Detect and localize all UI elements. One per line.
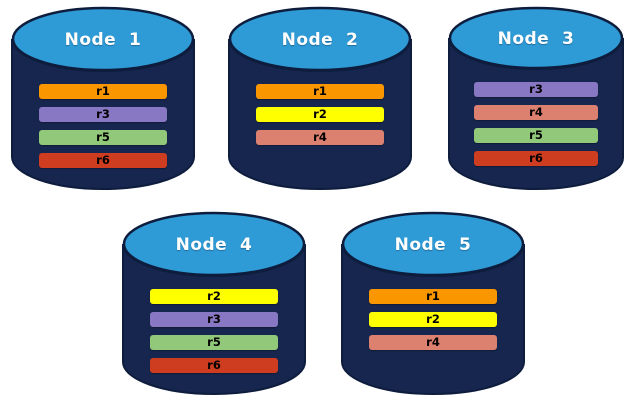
record-label: r4: [426, 335, 440, 349]
record-list: r3 r4 r5 r6: [448, 82, 624, 166]
record-bar-r5[interactable]: r5: [150, 335, 278, 350]
record-bar-r4[interactable]: r4: [256, 130, 384, 145]
record-bar-r6[interactable]: r6: [39, 153, 167, 168]
node-label: Node 5: [394, 235, 472, 255]
record-label: r1: [96, 84, 110, 98]
record-label: r6: [529, 151, 543, 165]
node-cylinder-5[interactable]: Node 5 r1 r2 r4: [341, 211, 525, 395]
record-label: r4: [529, 105, 543, 119]
cylinder-top-face: [228, 6, 412, 72]
node-label: Node 2: [281, 30, 359, 50]
record-bar-r2[interactable]: r2: [150, 289, 278, 304]
record-list: r1 r2 r4: [228, 84, 412, 145]
record-label: r1: [313, 84, 327, 98]
record-label: r3: [529, 82, 543, 96]
record-bar-r1[interactable]: r1: [369, 289, 497, 304]
record-label: r2: [426, 312, 440, 326]
record-bar-r2[interactable]: r2: [256, 107, 384, 122]
record-bar-r1[interactable]: r1: [39, 84, 167, 99]
record-label: r4: [313, 130, 327, 144]
record-bar-r2[interactable]: r2: [369, 312, 497, 327]
cylinder-top-face: [448, 6, 624, 70]
cylinder-top-face: [11, 6, 195, 72]
record-list: r1 r2 r4: [341, 289, 525, 350]
node-label: Node 3: [497, 29, 575, 49]
record-label: r6: [207, 358, 221, 372]
record-bar-r3[interactable]: r3: [474, 82, 598, 97]
node-label: Node 4: [175, 235, 253, 255]
record-bar-r1[interactable]: r1: [256, 84, 384, 99]
record-bar-r4[interactable]: r4: [474, 105, 598, 120]
node-label: Node 1: [64, 30, 142, 50]
record-label: r2: [313, 107, 327, 121]
record-bar-r3[interactable]: r3: [39, 107, 167, 122]
record-bar-r6[interactable]: r6: [150, 358, 278, 373]
record-list: r2 r3 r5 r6: [122, 289, 306, 373]
node-cylinder-1[interactable]: Node 1 r1 r3 r5 r6: [11, 6, 195, 190]
record-label: r6: [96, 153, 110, 167]
record-bar-r3[interactable]: r3: [150, 312, 278, 327]
record-list: r1 r3 r5 r6: [11, 84, 195, 168]
record-label: r3: [96, 107, 110, 121]
record-label: r5: [529, 128, 543, 142]
record-bar-r5[interactable]: r5: [474, 128, 598, 143]
node-cylinder-3[interactable]: Node 3 r3 r4 r5 r6: [448, 6, 624, 190]
record-label: r2: [207, 289, 221, 303]
record-bar-r6[interactable]: r6: [474, 151, 598, 166]
record-bar-r5[interactable]: r5: [39, 130, 167, 145]
record-label: r3: [207, 312, 221, 326]
record-label: r1: [426, 289, 440, 303]
node-cylinder-2[interactable]: Node 2 r1 r2 r4: [228, 6, 412, 190]
record-label: r5: [96, 130, 110, 144]
cylinder-top-face: [122, 211, 306, 277]
node-cylinder-4[interactable]: Node 4 r2 r3 r5 r6: [122, 211, 306, 395]
record-bar-r4[interactable]: r4: [369, 335, 497, 350]
cylinder-top-face: [341, 211, 525, 277]
record-label: r5: [207, 335, 221, 349]
